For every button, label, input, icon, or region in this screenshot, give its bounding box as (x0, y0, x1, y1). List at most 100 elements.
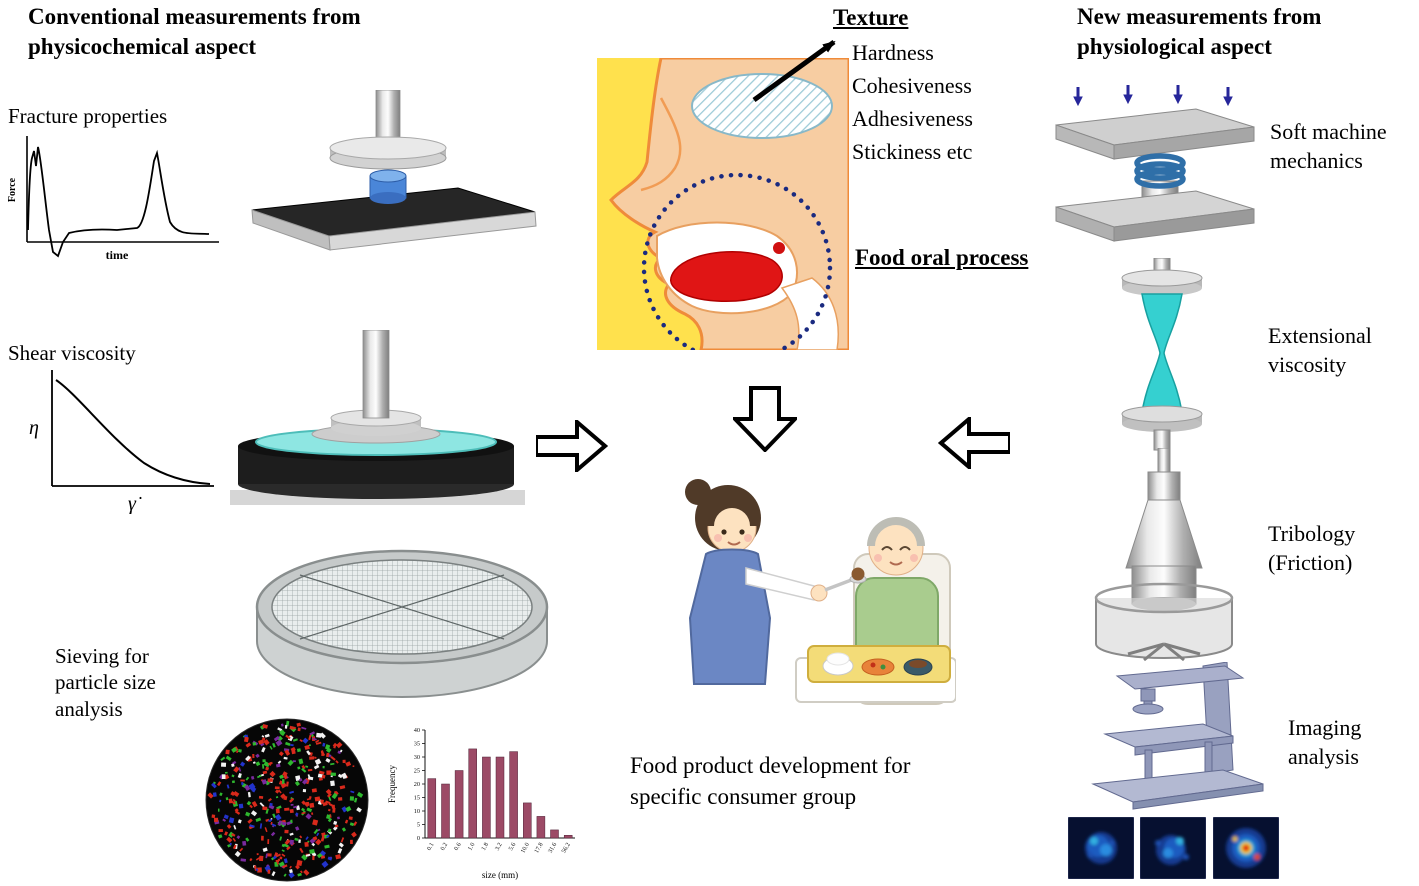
particle-dot (233, 766, 240, 773)
particle-dot (283, 873, 287, 877)
caregiver-mouth (727, 541, 741, 546)
particle-dot (267, 778, 273, 783)
particle-dot (237, 819, 242, 824)
particle-dot (265, 853, 268, 859)
particle-dot (216, 781, 222, 787)
tribology-cup-body (1095, 598, 1233, 659)
extensional-top-disk (1121, 269, 1203, 287)
particle-dot (265, 766, 270, 771)
imaging-stage-front (1134, 735, 1234, 756)
particle-dot (301, 726, 307, 730)
histogram-x-tick: 17.8 (533, 842, 545, 855)
particle-dot (330, 762, 335, 766)
particle-dot (282, 771, 288, 777)
elderly-man-hair (867, 517, 925, 546)
particle-dot (321, 751, 324, 756)
particle-dot (297, 727, 301, 732)
particle-dot (322, 765, 325, 769)
particle-dot (337, 848, 343, 854)
particle-dot (289, 832, 294, 836)
particle-dot (330, 772, 336, 776)
shear-viscosity-label: Shear viscosity (8, 341, 136, 365)
particle-dot (341, 806, 348, 813)
particle-dot (284, 839, 291, 845)
particle-dot (268, 761, 273, 766)
particle-dot (211, 814, 216, 819)
particle-dot (353, 821, 358, 827)
particle-dot (262, 806, 268, 811)
particle-dot (314, 756, 317, 759)
particle-dot (237, 772, 242, 779)
particle-dot (277, 858, 281, 862)
particle-dot (336, 741, 343, 749)
analyzer-disk-top (329, 136, 447, 160)
particle-dot (349, 822, 355, 827)
particle-dot (339, 785, 346, 790)
particle-dot (242, 840, 247, 846)
particle-dot (327, 817, 333, 823)
particle-dot (238, 748, 242, 753)
left-block-arrow-icon (938, 417, 1010, 469)
particle-dot (339, 749, 343, 753)
fracture-ylabel: Force (7, 177, 18, 202)
particle-dot (344, 819, 349, 824)
spoon-handle (824, 577, 855, 592)
particle-dot (320, 836, 325, 842)
particle-dot (333, 745, 336, 749)
tribology-shaft (1157, 448, 1171, 473)
particle-dot (296, 748, 301, 753)
histogram-bar (550, 829, 559, 839)
particle-dot (322, 742, 326, 747)
particle-dot (234, 808, 239, 813)
particle-dot (252, 753, 255, 759)
particle-dot (341, 827, 347, 832)
particle-dot (235, 750, 239, 754)
caregiver-hair-bun (685, 479, 711, 505)
particle-dot (280, 782, 287, 789)
particle-dot (250, 810, 258, 817)
particle-dot (273, 735, 280, 742)
particle-dot (305, 813, 312, 820)
particle-dot (275, 853, 281, 858)
particle-dot (283, 774, 288, 780)
particle-dot (284, 749, 291, 756)
sieve-illustration (255, 549, 549, 698)
fracture-xlabel: time (106, 248, 129, 262)
particle-dot (284, 807, 290, 811)
rice-mound (826, 652, 850, 666)
particle-dot (268, 818, 273, 823)
particle-dot (321, 774, 326, 779)
particle-dot (352, 765, 355, 768)
particle-dot (305, 836, 309, 841)
particle-dot (231, 763, 235, 768)
particle-dot (301, 854, 308, 861)
particle-dot (299, 835, 303, 839)
particle-dot (272, 855, 277, 860)
particle-dot (222, 818, 227, 822)
particle-dot (338, 842, 344, 848)
particle-dot (247, 818, 253, 824)
particle-dot (307, 768, 313, 772)
particle-dot (279, 836, 283, 841)
cup-paddles (1127, 642, 1201, 662)
imaging-top-arm (1115, 665, 1245, 690)
particle-dot (333, 820, 338, 825)
particle-dot (263, 761, 270, 768)
particle-dot (271, 871, 276, 877)
particle-dot (328, 795, 332, 801)
particle-dot (239, 847, 244, 852)
elderly-man-mouth (889, 561, 903, 566)
particle-dot (306, 750, 311, 756)
particle-dot (333, 790, 338, 794)
shear-ylabel: η (29, 417, 39, 439)
tribology-cup-rim (1094, 582, 1234, 614)
tribology-label: Tribology (Friction) (1268, 521, 1356, 575)
fracture-curve (27, 146, 210, 258)
imaging-probe-shaft (1140, 688, 1156, 702)
particle-dot (289, 808, 294, 814)
particle-dot (333, 742, 338, 747)
particle-dot (226, 836, 233, 843)
imaging-base-front (1132, 783, 1264, 810)
particle-dot (297, 861, 302, 866)
